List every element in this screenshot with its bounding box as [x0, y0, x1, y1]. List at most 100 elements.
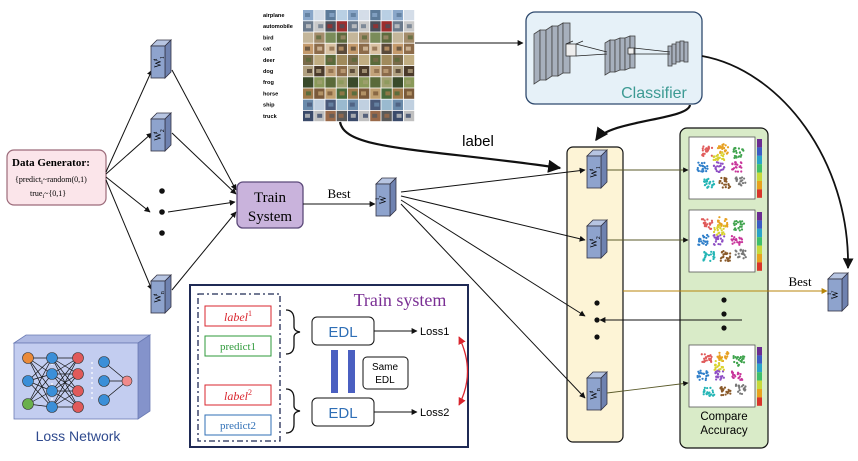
scatter-point [730, 235, 734, 238]
weight-label: W2i [589, 236, 602, 248]
dataset-thumbnail-detail [361, 91, 366, 96]
scatter-point [734, 161, 737, 164]
scatter-point [712, 182, 716, 186]
scatter-point [704, 377, 708, 380]
dataset-thumbnail-detail [328, 102, 334, 107]
scatter-point [726, 258, 729, 261]
scatter-point [711, 184, 714, 187]
scatter-point [742, 249, 745, 252]
scatter-point [740, 237, 743, 240]
scatter-point [701, 167, 705, 171]
dataset-thumbnail-detail [405, 13, 411, 17]
scatter-point [703, 357, 706, 360]
scatter-point [737, 377, 740, 380]
scatter-point [699, 238, 702, 241]
scatter-point [720, 394, 723, 397]
weight-label: Wni [589, 388, 602, 400]
scatter-point [724, 186, 727, 189]
scatter-point [710, 146, 714, 149]
scatter-point [716, 157, 719, 160]
colorbar-segment [757, 254, 762, 263]
scatter-point [742, 257, 745, 260]
dataset-thumbnail-detail [394, 91, 400, 96]
dataset-thumbnail-detail [361, 24, 366, 29]
candidate-weights-panel [566, 146, 624, 443]
scatter-point [716, 228, 719, 231]
dataset-thumbnail-detail [383, 35, 389, 40]
label1-text: label1 [224, 309, 252, 324]
net-connection [51, 357, 79, 392]
weight-block-y2: W2i [586, 219, 608, 259]
scatter-point [700, 240, 703, 243]
scatter-point [714, 359, 717, 363]
yellow-ellipsis [594, 300, 600, 340]
scatter-point [709, 253, 712, 256]
scatter-point [704, 240, 707, 243]
dataset-thumbnail-detail [318, 24, 324, 29]
scatter-point [703, 219, 706, 222]
scatter-point [714, 368, 717, 371]
scatter-point [700, 218, 704, 221]
scatter-point [700, 372, 703, 375]
scatter-point [737, 384, 740, 387]
scatter-point [723, 150, 727, 153]
scatter-point [706, 374, 709, 377]
scatter-point [730, 238, 733, 241]
scatter-point [703, 390, 706, 393]
final-best-weight-block: Wi [827, 272, 849, 312]
scatter-point [721, 186, 724, 189]
scatter-point [739, 378, 743, 381]
scatter-point [727, 388, 730, 391]
data-generator-line2: truei~{0,1} [30, 189, 66, 200]
net-node [72, 385, 84, 397]
dataset-thumbnail-detail [338, 113, 344, 118]
scatter-point [740, 240, 744, 244]
scatter-point [709, 386, 712, 389]
scatter-point [709, 359, 713, 362]
dataset-thumbnail-detail [372, 46, 378, 51]
scatter-point [717, 242, 720, 246]
scatter-point [716, 375, 719, 378]
classifier-box: Classifier [525, 11, 703, 105]
dataset-thumbnail-detail [350, 46, 356, 51]
weight-label: W1i [589, 166, 602, 178]
weight-label: W2i [153, 129, 166, 141]
scatter-point [733, 360, 736, 364]
dataset-thumbnail-detail [338, 80, 344, 85]
scatter-point [722, 368, 725, 371]
scatter-point [698, 243, 701, 246]
scatter-point [733, 156, 736, 160]
scatter-point [702, 393, 705, 396]
scatter-point [710, 393, 713, 396]
edl1-text: EDL [328, 324, 357, 341]
dataset-thumbnail-detail [339, 24, 345, 29]
scatter-point [706, 391, 709, 394]
scatter-point [740, 153, 743, 157]
scatter-point [723, 252, 726, 256]
scatter-point [715, 375, 718, 378]
weight-block-yn: Wni [586, 371, 608, 411]
scatter-point [712, 180, 715, 183]
scatter-point [708, 391, 711, 394]
scatter-point [738, 389, 741, 392]
classifier-label: Classifier [621, 85, 687, 102]
dataset-thumbnail-detail [362, 102, 367, 107]
best-label-2: Best [788, 274, 812, 289]
scatter-point [729, 389, 732, 392]
scatter-point [734, 253, 737, 256]
scatter-point [712, 257, 715, 261]
scatter-plot-1 [688, 136, 762, 200]
dataset-thumbnail-detail [396, 46, 402, 51]
predict2-text: predict2 [220, 420, 256, 432]
scatter-point [734, 149, 738, 153]
colorbar-segment [757, 372, 762, 381]
scatter-point [719, 259, 722, 262]
compare-accuracy-line1: Compare [700, 411, 747, 423]
net-connection [51, 373, 79, 408]
scatter-point [725, 177, 728, 180]
scatter-point [707, 226, 710, 229]
weight-label: Wni [153, 291, 166, 303]
scatter-point [723, 219, 726, 223]
scatter-point [702, 145, 705, 148]
